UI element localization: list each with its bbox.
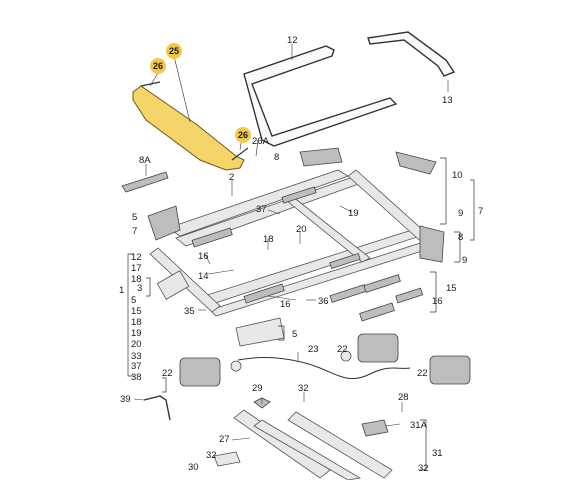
part-22-motors[interactable] xyxy=(179,333,471,387)
list-item: 18 xyxy=(131,274,142,285)
callout-16-b[interactable]: 16 xyxy=(280,299,291,310)
list-item: 19 xyxy=(131,328,142,339)
part-13-frame[interactable] xyxy=(367,31,456,77)
callout-19[interactable]: 19 xyxy=(348,208,359,219)
callout-30[interactable]: 30 xyxy=(188,462,199,473)
list-item: 5 xyxy=(131,295,136,306)
left-group-list: 12 17 18 5 15 18 19 20 33 37 38 xyxy=(131,252,142,383)
highlight-markers xyxy=(150,43,251,143)
callout-2[interactable]: 2 xyxy=(229,172,234,183)
callout-7[interactable]: 7 xyxy=(478,206,483,217)
callout-26-lower[interactable]: 26 xyxy=(238,130,248,140)
callout-29[interactable]: 29 xyxy=(252,383,263,394)
callout-12[interactable]: 12 xyxy=(287,35,298,46)
callout-16-c[interactable]: 16 xyxy=(432,296,443,307)
part-23-cable[interactable] xyxy=(237,357,411,380)
callout-5-left[interactable]: 5 xyxy=(132,212,137,223)
list-item: 12 xyxy=(131,252,142,263)
callout-25[interactable]: 25 xyxy=(169,46,179,56)
callout-7-left[interactable]: 7 xyxy=(132,226,137,237)
callout-32-top[interactable]: 32 xyxy=(298,383,309,394)
callout-32-right[interactable]: 32 xyxy=(418,463,429,474)
part-25-seal[interactable] xyxy=(132,81,249,171)
callout-31A[interactable]: 31A xyxy=(410,420,428,431)
callout-22-right[interactable]: 22 xyxy=(417,368,428,379)
rail-components xyxy=(156,186,424,322)
callout-13[interactable]: 13 xyxy=(442,95,453,106)
callout-22-mid[interactable]: 22 xyxy=(337,344,348,355)
part-12-glass-seal[interactable] xyxy=(243,45,398,147)
callout-20[interactable]: 20 xyxy=(296,224,307,235)
callout-18[interactable]: 18 xyxy=(263,234,274,245)
callout-22-left[interactable]: 22 xyxy=(162,368,173,379)
callout-8-right[interactable]: 8 xyxy=(458,232,463,243)
callout-labels: 25 26 26 26A 12 13 8 8A 10 7 9 8 9 2 37 … xyxy=(119,35,483,474)
callout-31[interactable]: 31 xyxy=(432,448,443,459)
callout-37[interactable]: 37 xyxy=(256,204,267,215)
callout-27[interactable]: 27 xyxy=(219,434,230,445)
list-item: 18 xyxy=(131,317,142,328)
callout-8A[interactable]: 8A xyxy=(139,155,151,166)
list-item: 17 xyxy=(131,263,142,274)
callout-5-mid[interactable]: 5 xyxy=(292,329,297,340)
callout-32-left[interactable]: 32 xyxy=(206,450,217,461)
callout-39[interactable]: 39 xyxy=(120,394,131,405)
callout-15[interactable]: 15 xyxy=(446,283,457,294)
callout-35[interactable]: 35 xyxy=(184,306,195,317)
list-item: 33 xyxy=(131,351,142,362)
callout-8[interactable]: 8 xyxy=(274,152,279,163)
list-item: 15 xyxy=(131,306,142,317)
callout-28[interactable]: 28 xyxy=(398,392,409,403)
callout-3[interactable]: 3 xyxy=(137,283,142,294)
callout-9-right[interactable]: 9 xyxy=(462,255,467,266)
group-brackets xyxy=(127,157,475,471)
list-item: 20 xyxy=(131,339,142,350)
sunroof-frame xyxy=(121,147,445,347)
callout-10[interactable]: 10 xyxy=(452,170,463,181)
part-39-rod[interactable] xyxy=(143,395,171,421)
list-item: 37 xyxy=(131,361,142,372)
callout-26A[interactable]: 26A xyxy=(252,136,270,147)
callout-23[interactable]: 23 xyxy=(308,344,319,355)
callout-14[interactable]: 14 xyxy=(198,271,209,282)
callout-9[interactable]: 9 xyxy=(458,208,463,219)
callout-16-a[interactable]: 16 xyxy=(198,251,209,262)
list-item: 38 xyxy=(131,372,142,383)
callout-36[interactable]: 36 xyxy=(318,296,329,307)
callout-1[interactable]: 1 xyxy=(119,285,124,296)
callout-26-upper[interactable]: 26 xyxy=(153,61,163,71)
